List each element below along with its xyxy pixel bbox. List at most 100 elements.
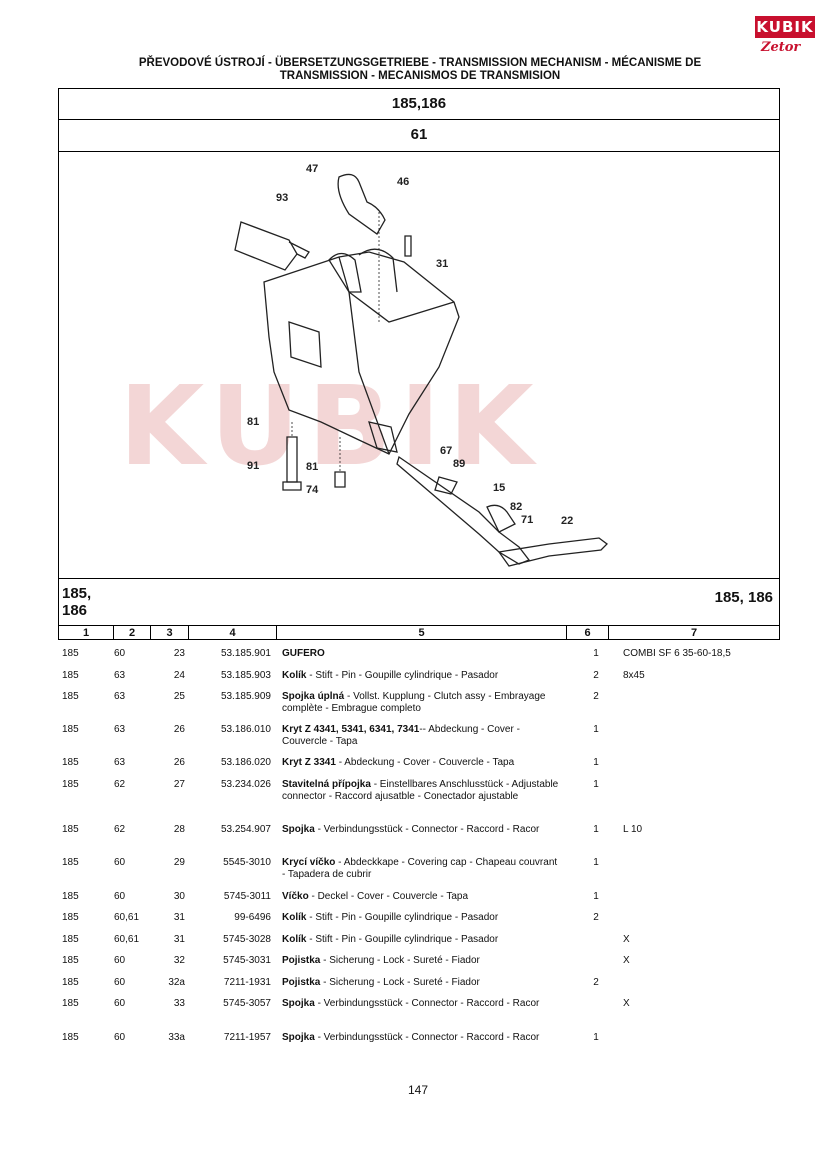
col-6: 6 bbox=[567, 626, 609, 640]
cell-model: 185 bbox=[62, 648, 79, 659]
models-box: 185,186 bbox=[58, 88, 780, 120]
cell-note: X bbox=[623, 934, 630, 945]
part-name: Spojka bbox=[282, 998, 315, 1009]
cell-description: GUFERO bbox=[282, 648, 562, 660]
cell-quantity: 1 bbox=[593, 757, 599, 768]
cell-model: 185 bbox=[62, 998, 79, 1009]
part-translations: -- Abdeckung - Cover - Couvercle - Tapa bbox=[282, 724, 520, 747]
section-title: PŘEVODOVÉ ÚSTROJÍ - ÜBERSETZUNGSGETRIEBE… bbox=[60, 57, 780, 83]
cell-model: 185 bbox=[62, 1032, 79, 1043]
cell-part-number: 53.186.010 bbox=[220, 724, 271, 735]
col-3: 3 bbox=[151, 626, 189, 640]
cell-position: 26 bbox=[173, 724, 185, 735]
cell-part-number: 5745-3057 bbox=[223, 998, 271, 1009]
col-4: 4 bbox=[189, 626, 277, 640]
part-name: Spojka bbox=[282, 1032, 315, 1043]
cell-note: COMBI SF 6 35-60-18,5 bbox=[623, 648, 731, 659]
table-header: 185, 186 185, 186 1 2 3 4 5 6 7 bbox=[58, 578, 780, 640]
cell-quantity: 1 bbox=[593, 724, 599, 735]
table-models-left: 185, 186 bbox=[62, 585, 91, 619]
cell-position: 25 bbox=[173, 691, 185, 702]
part-translations: - Stift - Pin - Goupille cylindrique - P… bbox=[306, 912, 499, 923]
cell-position: 23 bbox=[173, 648, 185, 659]
callout-15: 15 bbox=[493, 482, 505, 494]
part-translations: - Vollst. Kupplung - Clutch assy - Embra… bbox=[282, 691, 546, 714]
part-translations: - Abdeckkape - Covering cap - Chapeau co… bbox=[282, 857, 558, 880]
part-name: Víčko bbox=[282, 891, 309, 902]
cell-quantity: 1 bbox=[593, 1032, 599, 1043]
cell-part-number: 53.186.020 bbox=[220, 757, 271, 768]
cell-figure: 60 bbox=[114, 1032, 126, 1043]
section-title-line1: PŘEVODOVÉ ÚSTROJÍ - ÜBERSETZUNGSGETRIEBE… bbox=[138, 57, 702, 69]
col-2: 2 bbox=[114, 626, 151, 640]
cell-model: 185 bbox=[62, 857, 79, 868]
part-name: Pojistka bbox=[282, 955, 321, 966]
col-5: 5 bbox=[277, 626, 567, 640]
exploded-diagram: KUBIK bbox=[58, 152, 780, 578]
cell-description: Pojistka - Sicherung - Lock - Sureté - F… bbox=[282, 955, 562, 967]
cell-description: Stavitelná přípojka - Einstellbares Ansc… bbox=[282, 779, 562, 803]
part-translations: - Einstellbares Anschlusstück - Adjustab… bbox=[282, 779, 559, 802]
cell-figure: 62 bbox=[114, 779, 126, 790]
cell-part-number: 5745-3028 bbox=[223, 934, 271, 945]
part-translations: - Deckel - Cover - Couvercle - Tapa bbox=[308, 891, 468, 902]
cell-note: 8x45 bbox=[623, 670, 645, 681]
cell-description: Kolík - Stift - Pin - Goupille cylindriq… bbox=[282, 912, 562, 924]
group-box: 61 bbox=[58, 120, 780, 152]
cell-description: Spojka - Verbindungsstück - Connector - … bbox=[282, 824, 562, 836]
cell-description: Krycí víčko - Abdeckkape - Covering cap … bbox=[282, 857, 562, 881]
cell-position: 28 bbox=[173, 824, 185, 835]
cell-figure: 60 bbox=[114, 977, 126, 988]
part-translations: - Stift - Pin - Goupille cylindrique - P… bbox=[306, 934, 499, 945]
section-title-line2: TRANSMISSION - MECANISMOS DE TRANSMISION bbox=[279, 70, 561, 82]
part-name: Pojistka bbox=[282, 977, 321, 988]
part-translations: - Verbindungsstück - Connector - Raccord… bbox=[314, 1032, 540, 1043]
cell-description: Spojka - Verbindungsstück - Connector - … bbox=[282, 1032, 562, 1044]
part-name: Stavitelná přípojka bbox=[282, 779, 371, 790]
cell-figure: 60 bbox=[114, 891, 126, 902]
part-translations: - Sicherung - Lock - Sureté - Fiador bbox=[320, 977, 480, 988]
callout-91: 91 bbox=[247, 460, 259, 472]
part-translations: - Stift - Pin - Goupille cylindrique - P… bbox=[306, 670, 499, 681]
cell-part-number: 53.254.907 bbox=[220, 824, 271, 835]
part-name: Kolík bbox=[282, 934, 307, 945]
cell-part-number: 7211-1957 bbox=[223, 1032, 271, 1043]
cell-quantity: 2 bbox=[593, 670, 599, 681]
cell-part-number: 7211-1931 bbox=[223, 977, 271, 988]
cell-figure: 60 bbox=[114, 998, 126, 1009]
cell-position: 31 bbox=[173, 934, 185, 945]
cell-figure: 60,61 bbox=[114, 912, 140, 923]
callout-82: 82 bbox=[510, 501, 522, 513]
cell-model: 185 bbox=[62, 724, 79, 735]
cell-model: 185 bbox=[62, 757, 79, 768]
cell-position: 32a bbox=[168, 977, 185, 988]
callout-47: 47 bbox=[306, 163, 318, 175]
part-translations: - Abdeckung - Cover - Couvercle - Tapa bbox=[335, 757, 515, 768]
watermark-kubik: KUBIK bbox=[119, 362, 542, 490]
table-model-185: 185, bbox=[62, 585, 92, 602]
cell-description: Kryt Z 3341 - Abdeckung - Cover - Couver… bbox=[282, 757, 562, 769]
cell-description: Víčko - Deckel - Cover - Couvercle - Tap… bbox=[282, 891, 562, 903]
cell-quantity: 2 bbox=[593, 912, 599, 923]
part-name: Spojka úplná bbox=[282, 691, 345, 702]
cell-part-number: 99-6496 bbox=[234, 912, 271, 923]
cell-description: Pojistka - Sicherung - Lock - Sureté - F… bbox=[282, 977, 562, 989]
col-1: 1 bbox=[59, 626, 114, 640]
callout-89: 89 bbox=[453, 458, 465, 470]
cell-position: 32 bbox=[173, 955, 185, 966]
callout-67: 67 bbox=[440, 445, 452, 457]
cell-note: X bbox=[623, 998, 630, 1009]
cell-description: Spojka - Verbindungsstück - Connector - … bbox=[282, 998, 562, 1010]
part-name: Spojka bbox=[282, 824, 315, 835]
part-name: Kolík bbox=[282, 912, 307, 923]
cell-figure: 60 bbox=[114, 955, 126, 966]
column-numbers: 1 2 3 4 5 6 7 bbox=[59, 625, 779, 640]
